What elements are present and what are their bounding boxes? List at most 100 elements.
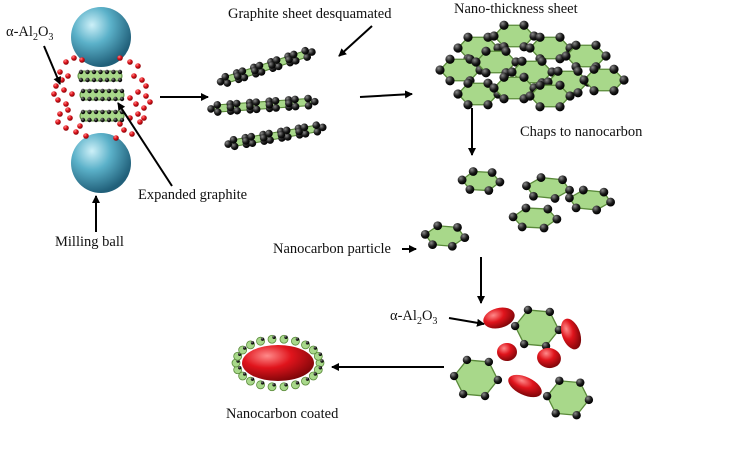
label-nano-thickness: Nano-thickness sheet xyxy=(454,1,578,17)
label-nanocarbon-particle: Nanocarbon particle xyxy=(273,241,391,257)
carbon-atom xyxy=(539,223,549,233)
expanded-sheet xyxy=(79,88,125,102)
carbon-atom xyxy=(508,212,518,222)
carbon-atom xyxy=(308,48,316,56)
carbon-atom xyxy=(226,103,235,112)
label-alumina-bottom: α-Al2O3 xyxy=(390,308,438,327)
carbon-atom xyxy=(80,96,86,102)
carbon-atom xyxy=(304,94,312,103)
carbon-atom xyxy=(117,69,123,75)
arrows xyxy=(43,25,485,371)
carbon-atom xyxy=(499,20,509,30)
carbon-atom xyxy=(535,102,545,112)
expanded-graphite-sheets xyxy=(77,69,125,123)
carbon-atom xyxy=(525,91,535,101)
carbon-atom xyxy=(295,337,300,341)
carbon-atom xyxy=(305,341,310,345)
alumina-grain xyxy=(497,343,517,361)
carbon-atom xyxy=(246,102,254,110)
carbon-atom xyxy=(250,341,255,345)
carbon-atom xyxy=(519,20,529,30)
carbon-atom xyxy=(80,109,86,115)
alumina-dot xyxy=(57,111,63,117)
carbon-atom xyxy=(599,187,609,197)
carbon-atom xyxy=(551,409,560,418)
carbon-atom xyxy=(550,194,560,203)
carbon-atom xyxy=(230,142,239,151)
carbon-atom xyxy=(453,223,462,232)
carbon-atom xyxy=(463,32,473,42)
carbon-atom xyxy=(463,100,473,110)
carbon-atom xyxy=(213,101,222,109)
carbon-atom xyxy=(517,56,527,66)
carbon-atom xyxy=(535,32,545,42)
carbon-atom xyxy=(113,117,118,123)
alumina-dot xyxy=(135,111,141,117)
carbon-atom xyxy=(113,96,118,102)
carbon-atom xyxy=(284,335,288,339)
alumina-dot xyxy=(137,119,143,125)
carbon-atom xyxy=(561,51,571,61)
carbon-atom xyxy=(493,375,503,385)
alumina-grain xyxy=(483,307,515,329)
carbon-atom xyxy=(111,69,116,75)
alumina-dot xyxy=(73,129,79,135)
carbon-atom xyxy=(471,57,481,67)
carbon-atom xyxy=(80,117,86,123)
alumina-dot xyxy=(141,105,147,111)
alumina-dot xyxy=(133,101,139,107)
carbon-atom xyxy=(248,139,257,147)
carbon-atom xyxy=(501,46,511,56)
carbon-atom xyxy=(481,46,491,56)
carbon-atom xyxy=(495,177,505,187)
alumina-dot xyxy=(55,97,61,103)
carbon-atom xyxy=(242,372,247,376)
alumina-grain xyxy=(537,347,561,369)
carbon-atom xyxy=(523,305,533,315)
expanded-sheet xyxy=(79,109,125,123)
carbon-atom xyxy=(260,337,265,341)
carbon-atom xyxy=(300,123,309,132)
carbon-atom xyxy=(552,214,562,224)
carbon-atom xyxy=(465,185,475,194)
carbon-atom xyxy=(536,173,546,182)
carbon-atom xyxy=(272,383,276,387)
alumina-dot xyxy=(127,59,133,65)
carbon-atom xyxy=(542,391,552,401)
carbon-atom xyxy=(589,64,599,74)
carbon-atom xyxy=(453,89,463,99)
alumina-dot xyxy=(121,127,127,133)
carbon-atom xyxy=(510,321,520,331)
alumina-grain xyxy=(560,318,582,350)
carbon-atom xyxy=(91,69,97,75)
carbon-atom xyxy=(543,204,553,214)
carbon-atom xyxy=(207,105,215,113)
carbon-atom xyxy=(268,61,276,69)
alumina-dot xyxy=(65,73,71,79)
carbon-atom xyxy=(295,127,303,136)
carbon-atom xyxy=(100,96,105,102)
carbon-atom xyxy=(223,79,232,87)
sheet-strip xyxy=(224,121,327,151)
carbon-atom xyxy=(453,43,463,53)
carbon-atom xyxy=(265,129,273,138)
carbon-atom xyxy=(517,222,527,232)
carbon-atom xyxy=(106,88,112,94)
carbon-atom xyxy=(555,102,565,112)
carbon-atom xyxy=(489,31,499,41)
carbon-atom xyxy=(571,40,581,50)
carbon-atom xyxy=(310,97,319,106)
carbon-atom xyxy=(93,117,99,123)
carbon-atom xyxy=(229,135,238,144)
label-expanded-graphite: Expanded graphite xyxy=(138,187,248,203)
carbon-atom xyxy=(507,67,517,77)
carbon-atom xyxy=(565,91,575,101)
carbon-atom xyxy=(266,136,274,144)
label-milling-ball: Milling ball xyxy=(55,234,124,250)
carbon-atom xyxy=(433,221,443,231)
carbon-atom xyxy=(529,191,538,201)
carbon-atom xyxy=(449,371,459,381)
carbon-atom xyxy=(91,77,97,83)
carbon-atom xyxy=(460,233,470,243)
